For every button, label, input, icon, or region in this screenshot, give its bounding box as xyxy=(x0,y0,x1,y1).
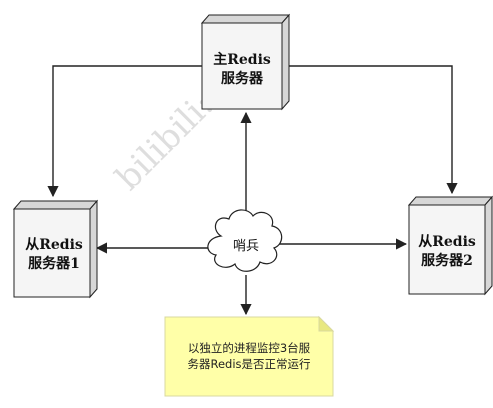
master-box-top xyxy=(200,14,291,24)
note-line2: 务器Redis是否正常运行 xyxy=(187,357,310,371)
master-to-slave1-arrow xyxy=(47,65,202,198)
slave2-box-top xyxy=(407,196,493,206)
sentinel-node: 哨兵 xyxy=(207,209,283,272)
master-server-node: 主Redis 服务器 xyxy=(200,13,291,111)
master-label-line1: 主Redis xyxy=(213,51,271,68)
slave1-label-line1: 从Redis xyxy=(25,237,83,253)
description-note: 以独立的进程监控3台服 务器Redis是否正常运行 xyxy=(164,315,335,397)
sentinel-cloud xyxy=(207,209,283,272)
master-to-slave2-arrow xyxy=(289,65,458,195)
sentinel-label: 哨兵 xyxy=(233,239,259,254)
connectors xyxy=(47,65,458,316)
slave2-label-line1: 从Redis xyxy=(418,234,476,250)
slave2-box-front xyxy=(408,204,486,295)
slave2-server-node: 从Redis 服务器2 xyxy=(407,195,493,296)
slave2-box-side xyxy=(484,195,493,296)
slave1-server-node: 从Redis 服务器1 xyxy=(12,199,99,299)
slave1-box-side xyxy=(89,199,98,299)
slave2-label-line2: 服务器2 xyxy=(421,252,473,269)
note-line1: 以独立的进程监控3台服 xyxy=(188,341,311,355)
master-box-side xyxy=(281,13,290,111)
master-label-line2: 服务器 xyxy=(221,70,264,87)
slave1-box-top xyxy=(12,200,99,210)
master-box-front xyxy=(201,22,283,110)
slave1-box-front xyxy=(13,208,91,298)
slave1-label-line2: 服务器1 xyxy=(28,255,80,272)
note-body xyxy=(164,316,334,397)
note-fold xyxy=(318,315,335,332)
